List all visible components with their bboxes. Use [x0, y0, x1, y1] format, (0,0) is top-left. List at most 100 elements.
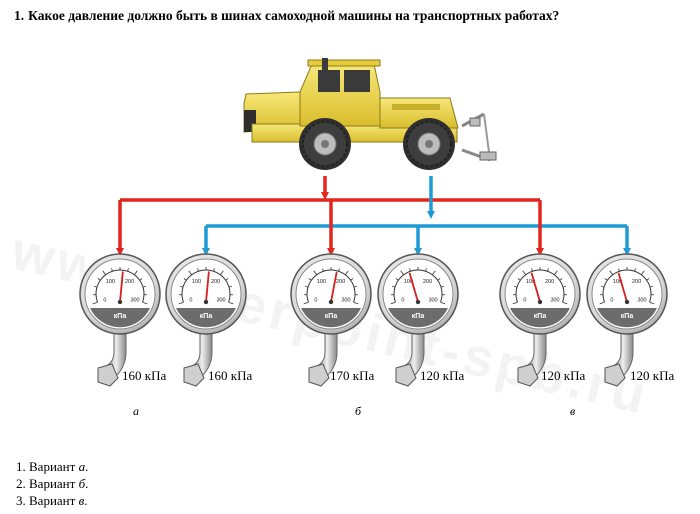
option-prefix: 2. Вариант [16, 476, 79, 491]
gauge-scale [181, 269, 231, 303]
gauge-tick [440, 285, 444, 288]
gauge-chuck [517, 363, 539, 387]
gauge-tick [345, 270, 349, 275]
rear-hitch [461, 112, 497, 162]
answer-option-2[interactable]: 2. Вариант б. [16, 475, 88, 492]
gauge-tick [601, 285, 605, 288]
gauge-unit: кПа [621, 313, 634, 320]
gauge-tick [649, 301, 655, 305]
question-body: Какое давление должно быть в шинах самох… [28, 8, 560, 23]
option-letter: б [78, 476, 86, 491]
gauge-needle [330, 271, 338, 303]
gauge-needle [205, 271, 210, 303]
gauge-tick [554, 270, 558, 275]
gauge-tick-label: 200 [632, 279, 641, 285]
gauge-tick [228, 285, 232, 288]
gauge-tick-label: 200 [545, 279, 554, 285]
gauge-needle [617, 272, 628, 303]
gauge-tick [92, 301, 98, 305]
question-text: 1.Какое давление должно быть в шинах сам… [14, 8, 559, 24]
group-label-b: б [355, 404, 362, 418]
gauge-scale [306, 269, 356, 303]
pressure-gauge: 0 100 200 300 кПа [165, 253, 247, 387]
gauge-chuck [97, 363, 119, 387]
reading-b-2: 120 кПа [420, 368, 465, 383]
gauge-tick [562, 301, 568, 305]
group-label-a: а [133, 404, 139, 418]
gauge-tick [390, 301, 396, 305]
gauge-scale [602, 269, 652, 303]
gauge-tick [392, 285, 396, 288]
gauge-tick [134, 270, 138, 275]
gauge-tick [634, 268, 636, 272]
gauge-tick-label: 0 [610, 297, 613, 303]
answer-option-3[interactable]: 3. Вариант в. [16, 492, 88, 509]
gauge-tick [313, 270, 317, 275]
gauge-tick [517, 278, 521, 281]
gauge-unit: кПа [325, 313, 338, 320]
gauge-tick-label: 300 [550, 297, 559, 303]
gauge-unit: кПа [114, 313, 127, 320]
gauge-tick-label: 300 [130, 297, 139, 303]
gauge-needle [530, 272, 541, 303]
reading-a-2: 160 кПа [208, 368, 253, 383]
gauge-tick-label: 0 [401, 297, 404, 303]
gauge-chuck [308, 363, 330, 387]
gauge-band [301, 308, 361, 328]
gauge-band [388, 308, 448, 328]
gauge-tick-label: 200 [336, 279, 345, 285]
gauge-tick-label: 300 [341, 297, 350, 303]
gauge-tick [531, 268, 533, 272]
gauge-tick [599, 301, 605, 305]
gauge-tick-label: 0 [189, 297, 192, 303]
gauge-tick [142, 301, 148, 305]
gauge-tick [425, 268, 427, 272]
gauge-band [90, 308, 150, 328]
gauge-unit: кПа [412, 313, 425, 320]
gauge-tick [305, 285, 309, 288]
gauge-tick-label: 100 [192, 279, 201, 285]
gauge-pivot [624, 299, 630, 305]
gauge-tick [409, 268, 411, 272]
gauge-tick [97, 278, 101, 281]
gauge-needle [408, 272, 419, 303]
option-letter: в [78, 493, 85, 508]
answer-option-1[interactable]: 1. Вариант а. [16, 458, 88, 475]
option-letter: а [78, 459, 86, 474]
gauge-tick [514, 285, 518, 288]
gauge-tick-label: 300 [637, 297, 646, 303]
gauge-band [510, 308, 570, 328]
gauge-tick [618, 268, 620, 272]
gauge-tick-label: 200 [211, 279, 220, 285]
gauge-tick-label: 100 [106, 279, 115, 285]
gauge-unit: кПа [200, 313, 213, 320]
gauge-tick-label: 300 [216, 297, 225, 303]
gauge-tick [562, 285, 566, 288]
gauge-tick [111, 268, 113, 272]
tractor-illustration [243, 58, 497, 170]
gauge-tick [228, 301, 234, 305]
gauge-tick-label: 200 [125, 279, 134, 285]
gauge-tick [213, 268, 215, 272]
gauge-tick [139, 278, 143, 281]
gauge-scale [515, 269, 565, 303]
gauge-tick [547, 268, 549, 272]
gauge-tick-label: 100 [526, 279, 535, 285]
gauge-pivot [537, 299, 543, 305]
gauge-tick [94, 285, 98, 288]
gauge-tick-label: 300 [428, 297, 437, 303]
gauge-tick [353, 285, 357, 288]
gauge-tick [102, 270, 106, 275]
gauge-band [176, 308, 236, 328]
gauge-tick [522, 270, 526, 275]
gauge-pivot [415, 299, 421, 305]
gauge-tick [308, 278, 312, 281]
gauge-tick [338, 268, 340, 272]
gauge-unit: кПа [534, 313, 547, 320]
option-prefix: 3. Вариант [16, 493, 79, 508]
reading-b-1: 170 кПа [330, 368, 375, 383]
gauge-tick [225, 278, 229, 281]
gauge-pivot [203, 299, 209, 305]
